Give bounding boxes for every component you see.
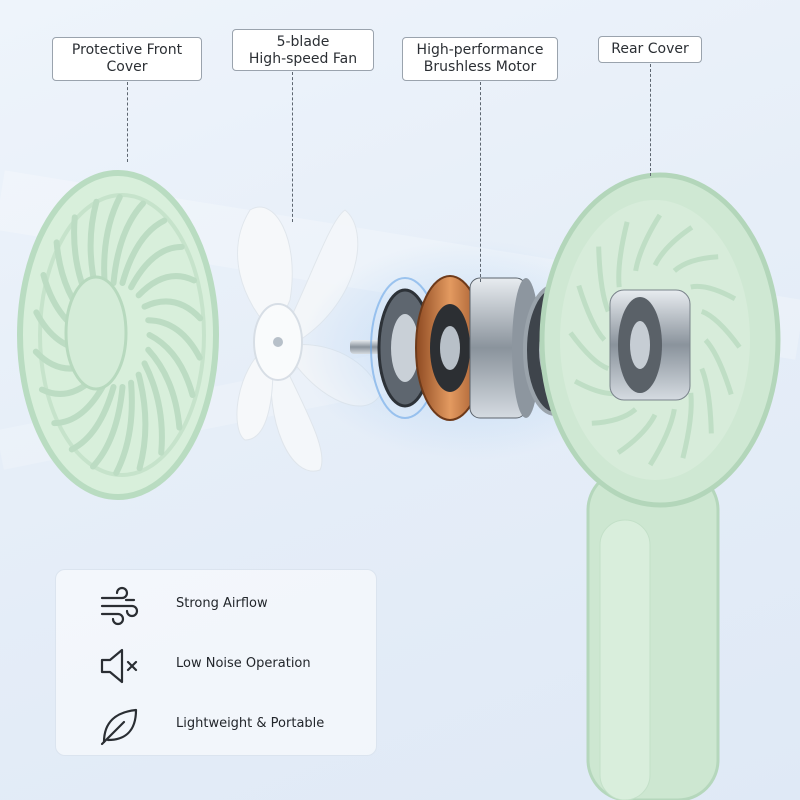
front-cover-part [17, 170, 219, 500]
cover-spoke [633, 213, 662, 272]
feature-panel: Strong Airflow Low Noise Operation Light… [55, 569, 377, 756]
cover-spoke [616, 413, 658, 455]
cover-spoke [145, 317, 203, 361]
feature-label-lightweight: Lightweight & Portable [176, 716, 325, 731]
cover-spoke [89, 383, 126, 470]
feature-label-low-noise: Low Noise Operation [176, 656, 311, 671]
rear-cover-part [539, 172, 781, 800]
cover-spoke [576, 284, 607, 342]
cover-spoke [135, 371, 149, 472]
cover-spoke [703, 338, 734, 396]
callout-motor-line-2: Brushless Motor [423, 59, 537, 75]
cover-spoke [652, 225, 694, 267]
cover-spoke [648, 408, 677, 467]
cover-spoke [700, 309, 742, 349]
callout-rear-cover-line-1: Rear Cover [611, 41, 689, 57]
callout-fan-blade: 5-blade High-speed Fan [232, 29, 374, 71]
cover-spoke [146, 332, 196, 399]
cover-spoke [591, 407, 638, 426]
feature-item-low-noise: Low Noise Operation [56, 640, 376, 690]
leader-motor [480, 82, 481, 282]
cover-spoke [699, 367, 714, 434]
cover-spoke [101, 194, 123, 291]
cover-spoke [596, 246, 611, 313]
cover-spoke [141, 298, 204, 322]
callout-fan-blade-line-1: 5-blade [276, 34, 330, 50]
callout-motor: High-performance Brushless Motor [402, 37, 558, 81]
callout-motor-line-1: High-performance [416, 42, 544, 58]
wind-icon [100, 586, 139, 626]
leader-rear-cover [650, 64, 651, 176]
leader-front-cover [127, 82, 128, 162]
cover-spoke [680, 392, 694, 459]
callout-front-cover-line-1: Protective Front [71, 42, 183, 58]
cover-spoke [568, 331, 610, 371]
speaker-mute-icon [100, 648, 138, 684]
copper-coil-part [415, 275, 485, 421]
cover-spoke [135, 273, 198, 299]
cover-spoke [119, 217, 168, 287]
cover-spoke [145, 346, 183, 431]
cover-spoke [68, 383, 117, 453]
callout-front-cover-line-2: Cover [106, 59, 148, 75]
cover-spoke [672, 254, 719, 273]
feature-item-lightweight: Lightweight & Portable [56, 700, 376, 750]
callout-rear-cover: Rear Cover [598, 36, 702, 63]
cover-spoke [113, 379, 135, 476]
cover-spoke [616, 221, 630, 288]
leader-fan-blade [292, 72, 293, 222]
callout-fan-blade-line-2: High-speed Fan [248, 51, 358, 67]
feature-item-airflow: Strong Airflow [56, 580, 376, 630]
cover-spoke [141, 360, 165, 456]
cover-spoke [128, 243, 185, 291]
leaf-icon [100, 708, 138, 746]
feature-label-airflow: Strong Airflow [176, 596, 268, 611]
cover-spoke [690, 283, 737, 302]
cover-spoke [110, 200, 147, 287]
callout-front-cover: Protective Front Cover [52, 37, 202, 81]
